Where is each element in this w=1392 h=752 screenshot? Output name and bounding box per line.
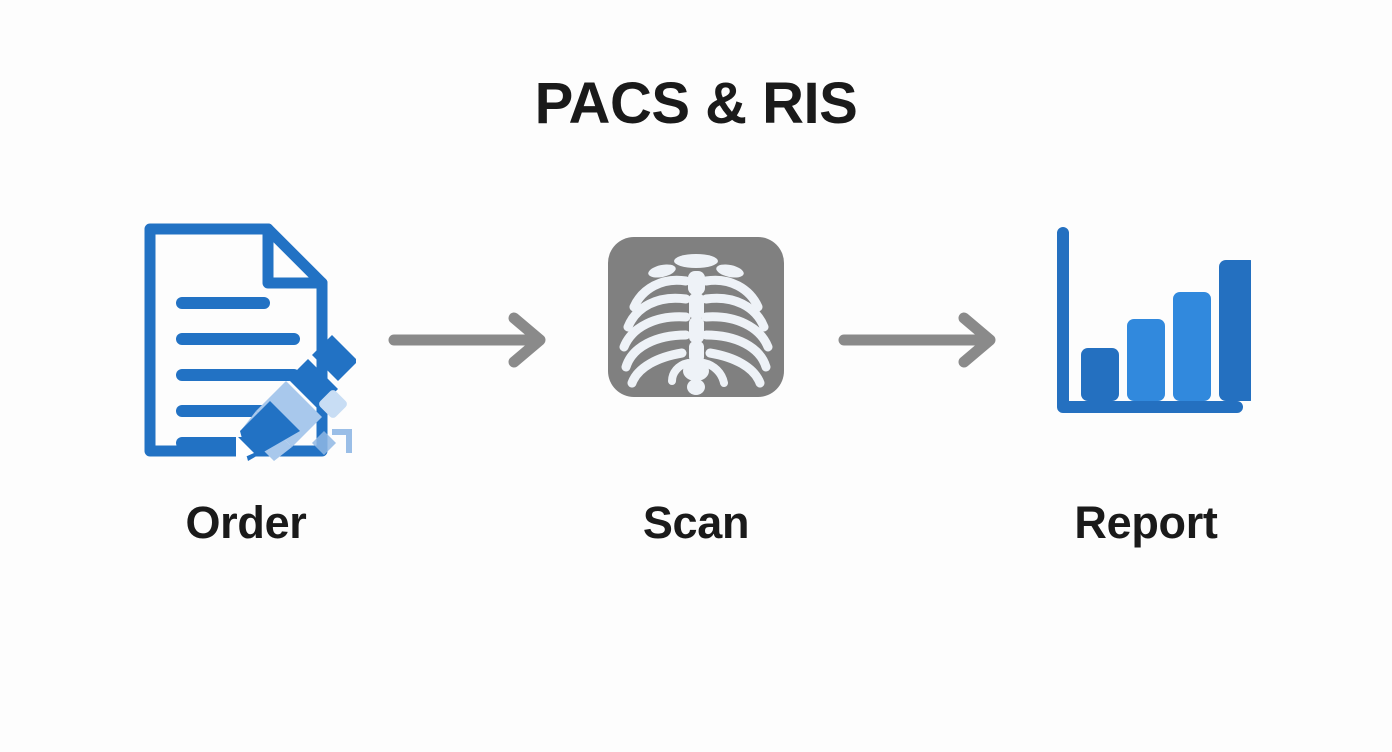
bar-3 <box>1173 292 1211 401</box>
connector-arrow-1 <box>371 215 571 465</box>
report-icon-box[interactable] <box>1021 215 1271 465</box>
scan-icon-box[interactable] <box>571 215 821 465</box>
document-pen-icon <box>144 223 356 461</box>
process-flow: Order <box>0 215 1392 575</box>
arrow-right-icon <box>838 312 996 368</box>
connector-arrow-2 <box>821 215 1021 465</box>
page-title: PACS & RIS <box>534 71 858 136</box>
bar-1 <box>1081 348 1119 401</box>
bar-4 <box>1219 260 1251 401</box>
order-icon-box[interactable] <box>121 215 371 465</box>
stage-order[interactable]: Order <box>121 215 371 549</box>
stage-scan[interactable]: Scan <box>571 215 821 549</box>
arrow-right-icon <box>388 312 546 368</box>
stage-label-report: Report <box>1074 497 1218 548</box>
stage-label-scan: Scan <box>642 497 750 548</box>
stage-report[interactable]: Report <box>1021 215 1271 549</box>
xray-ribcage-icon <box>608 237 784 397</box>
chart-bars <box>1081 260 1251 401</box>
bar-2 <box>1127 319 1165 401</box>
stage-label-order: Order <box>185 497 307 548</box>
bar-chart-icon <box>1057 227 1251 413</box>
